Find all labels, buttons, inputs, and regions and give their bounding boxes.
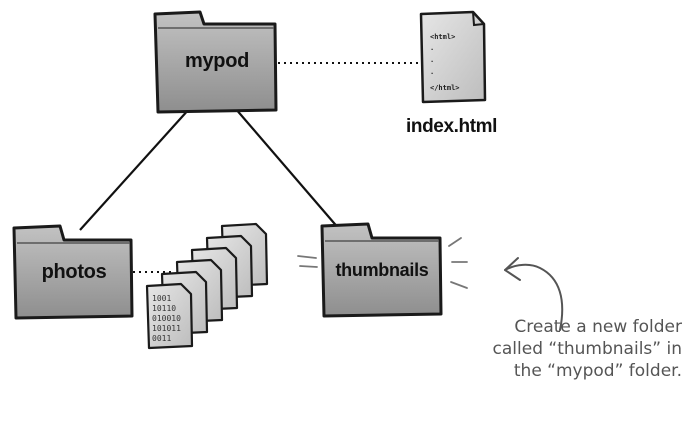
binary-text: 1001 [152, 294, 171, 303]
binary-text: 10110 [152, 304, 176, 313]
folder-label-thumbnails: thumbnails [335, 260, 429, 280]
html-open-tag: <html> [430, 33, 456, 41]
annotation-note: Create a new folder called “thumbnails” … [432, 316, 682, 382]
folder-label-photos: photos [41, 261, 107, 283]
html-file-icon [419, 10, 487, 104]
annotation-line: called “thumbnails” in [492, 339, 682, 359]
html-close-tag: </html> [430, 84, 460, 92]
binary-text: 0011 [152, 334, 171, 343]
file-label-index-html: index.html [406, 116, 498, 137]
annotation-line: the “mypod” folder. [513, 361, 682, 381]
annotation-arrow [504, 257, 564, 331]
folder-icon-mypod [153, 10, 278, 114]
emphasis-marks [297, 237, 468, 289]
photo-file-icon: 1001 10110 010010 101011 0011 [145, 282, 194, 350]
binary-text: 010010 [152, 314, 181, 323]
photo-files-stack: 1001 10110 010010 101011 0011 [145, 222, 269, 350]
connector-mypod-thumbnails [234, 107, 341, 231]
code-ellipsis: . [430, 68, 435, 76]
binary-text: 101011 [152, 324, 181, 333]
folder-icon-thumbnails [320, 222, 443, 318]
annotation-line: Create a new folder [514, 317, 682, 337]
connector-mypod-photos [79, 107, 191, 231]
folder-label-mypod: mypod [184, 50, 250, 72]
code-ellipsis: . [430, 44, 435, 52]
folder-icon-photos [12, 224, 134, 320]
code-ellipsis: . [430, 56, 435, 64]
